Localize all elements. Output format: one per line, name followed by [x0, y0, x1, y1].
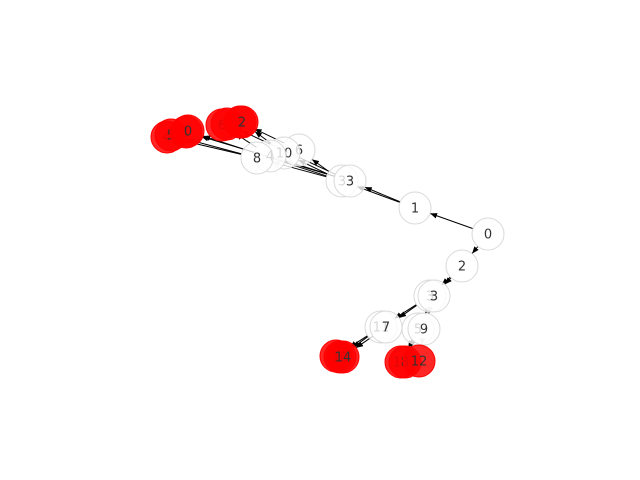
graph-node-r33b: 3 — [333, 164, 367, 198]
node-label: 9 — [420, 323, 428, 338]
node-circle — [171, 114, 205, 148]
node-circle — [407, 312, 441, 346]
node-label: 12 — [411, 355, 428, 370]
node-circle — [398, 191, 432, 225]
graph-node-r1: 1 — [398, 191, 432, 225]
node-label: 7 — [382, 321, 390, 336]
graph-node-h2: 2 — [225, 105, 259, 139]
edge-r0-r2 — [471, 246, 479, 254]
edge-layer — [182, 128, 479, 349]
graph-node-h12: 12 — [402, 344, 436, 378]
graph-node-h0: 0 — [171, 114, 205, 148]
graph-node-h14: 14 — [326, 340, 360, 374]
edge-r2-r3b — [444, 277, 452, 285]
node-label: 2 — [458, 260, 466, 275]
node-circle — [402, 344, 436, 378]
node-label: 0 — [184, 125, 192, 140]
graph-node-r7: 7 — [369, 310, 403, 344]
node-circle — [326, 340, 360, 374]
graph-node-r0: 0 — [471, 217, 505, 251]
graph-node-r3b: 3 — [417, 279, 451, 313]
node-circle — [240, 141, 274, 175]
node-layer: 012333361048117594510673211101413812 — [150, 105, 505, 379]
node-circle — [471, 217, 505, 251]
node-label: 3 — [346, 175, 354, 190]
node-label: 14 — [335, 351, 352, 366]
edge-r1-r33b — [364, 186, 401, 203]
graph-node-r8: 8 — [240, 141, 274, 175]
node-circle — [417, 279, 451, 313]
node-label: 1 — [411, 202, 419, 217]
graph-node-r9: 9 — [407, 312, 441, 346]
node-label: 8 — [253, 152, 261, 167]
node-circle — [225, 105, 259, 139]
node-label: 2 — [238, 116, 246, 131]
edge-r0-r1 — [429, 212, 474, 230]
node-circle — [333, 164, 367, 198]
edge-r3a-r7 — [398, 304, 418, 319]
node-circle — [445, 249, 479, 283]
node-label: 0 — [484, 228, 492, 243]
graph-node-r2: 2 — [445, 249, 479, 283]
node-label: 3 — [430, 290, 438, 305]
